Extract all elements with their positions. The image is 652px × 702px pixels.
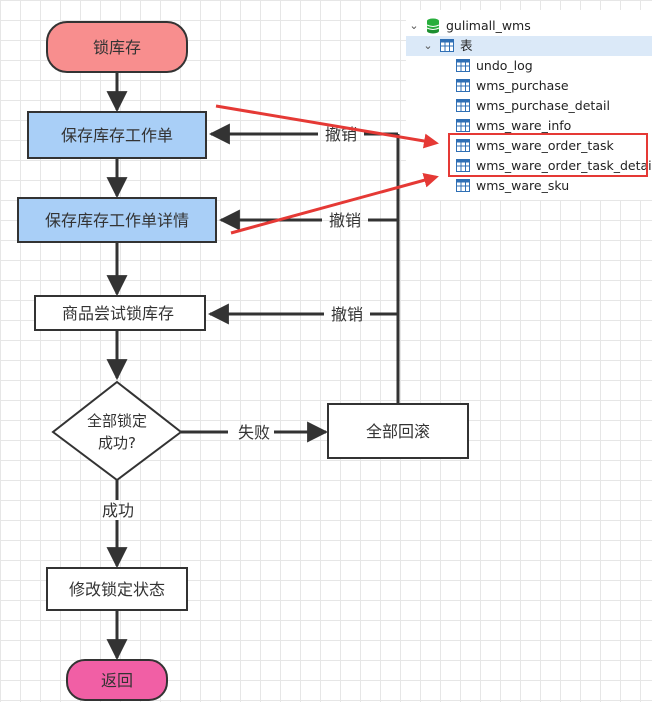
table-icon bbox=[456, 59, 470, 72]
success-label: 成功 bbox=[102, 501, 134, 520]
highlighted-tables-box bbox=[448, 133, 648, 177]
decision-label-line2: 成功? bbox=[98, 434, 136, 452]
step-update-lock-status bbox=[46, 567, 188, 611]
start-node bbox=[46, 21, 188, 73]
chevron-down-icon[interactable]: ⌄ bbox=[409, 19, 419, 32]
step-save-task-label: 保存库存工作单 bbox=[61, 126, 173, 145]
database-tree-panel: ⌄ gulimall_wms ⌄ 表 undo_log bbox=[406, 10, 652, 200]
tree-row-table[interactable]: wms_ware_order_task bbox=[406, 136, 652, 156]
table-name: undo_log bbox=[476, 58, 533, 73]
decision-all-locked bbox=[51, 380, 183, 482]
step-try-lock-label: 商品尝试锁库存 bbox=[62, 304, 174, 323]
tables-folder-label: 表 bbox=[460, 38, 473, 53]
end-node-label: 返回 bbox=[101, 671, 133, 690]
table-icon bbox=[456, 79, 470, 92]
fail-label: 失败 bbox=[238, 423, 270, 442]
tree-row-tables-folder[interactable]: ⌄ 表 bbox=[406, 36, 652, 56]
table-name: wms_purchase_detail bbox=[476, 98, 610, 113]
table-icon bbox=[456, 179, 470, 192]
chevron-down-icon[interactable]: ⌄ bbox=[423, 39, 433, 52]
tree-row-table[interactable]: wms_purchase_detail bbox=[406, 96, 652, 116]
undo-label-2: 撤销 bbox=[329, 211, 361, 230]
tree-row-table[interactable]: wms_ware_sku bbox=[406, 176, 652, 196]
table-icon bbox=[456, 159, 470, 172]
table-name: wms_ware_info bbox=[476, 118, 572, 133]
end-node bbox=[66, 659, 168, 701]
table-icon bbox=[456, 99, 470, 112]
table-name: wms_ware_sku bbox=[476, 178, 570, 193]
table-icon bbox=[456, 119, 470, 132]
step-save-task-detail bbox=[17, 197, 217, 243]
step-save-task-detail-label: 保存库存工作单详情 bbox=[45, 211, 189, 230]
start-node-label: 锁库存 bbox=[93, 38, 141, 57]
table-name: wms_ware_order_task_detail bbox=[476, 158, 652, 173]
rollback-node-label: 全部回滚 bbox=[366, 422, 430, 441]
decision-label-line1: 全部锁定 bbox=[87, 412, 147, 430]
table-icon bbox=[440, 39, 454, 52]
database-name: gulimall_wms bbox=[446, 18, 531, 33]
table-name: wms_purchase bbox=[476, 78, 569, 93]
table-name: wms_ware_order_task bbox=[476, 138, 614, 153]
database-icon bbox=[426, 18, 440, 34]
tree-row-table[interactable]: undo_log bbox=[406, 56, 652, 76]
step-try-lock bbox=[34, 295, 206, 331]
tree-row-database[interactable]: ⌄ gulimall_wms bbox=[406, 16, 652, 36]
tree-row-table[interactable]: wms_purchase bbox=[406, 76, 652, 96]
rollback-node bbox=[327, 403, 469, 459]
table-icon bbox=[456, 139, 470, 152]
undo-label-3: 撤销 bbox=[331, 305, 363, 324]
tree-row-table[interactable]: wms_ware_info bbox=[406, 116, 652, 136]
step-update-lock-status-label: 修改锁定状态 bbox=[69, 580, 165, 599]
step-save-task bbox=[27, 111, 207, 159]
undo-label-1: 撤销 bbox=[325, 125, 357, 144]
tree-row-table[interactable]: wms_ware_order_task_detail bbox=[406, 156, 652, 176]
